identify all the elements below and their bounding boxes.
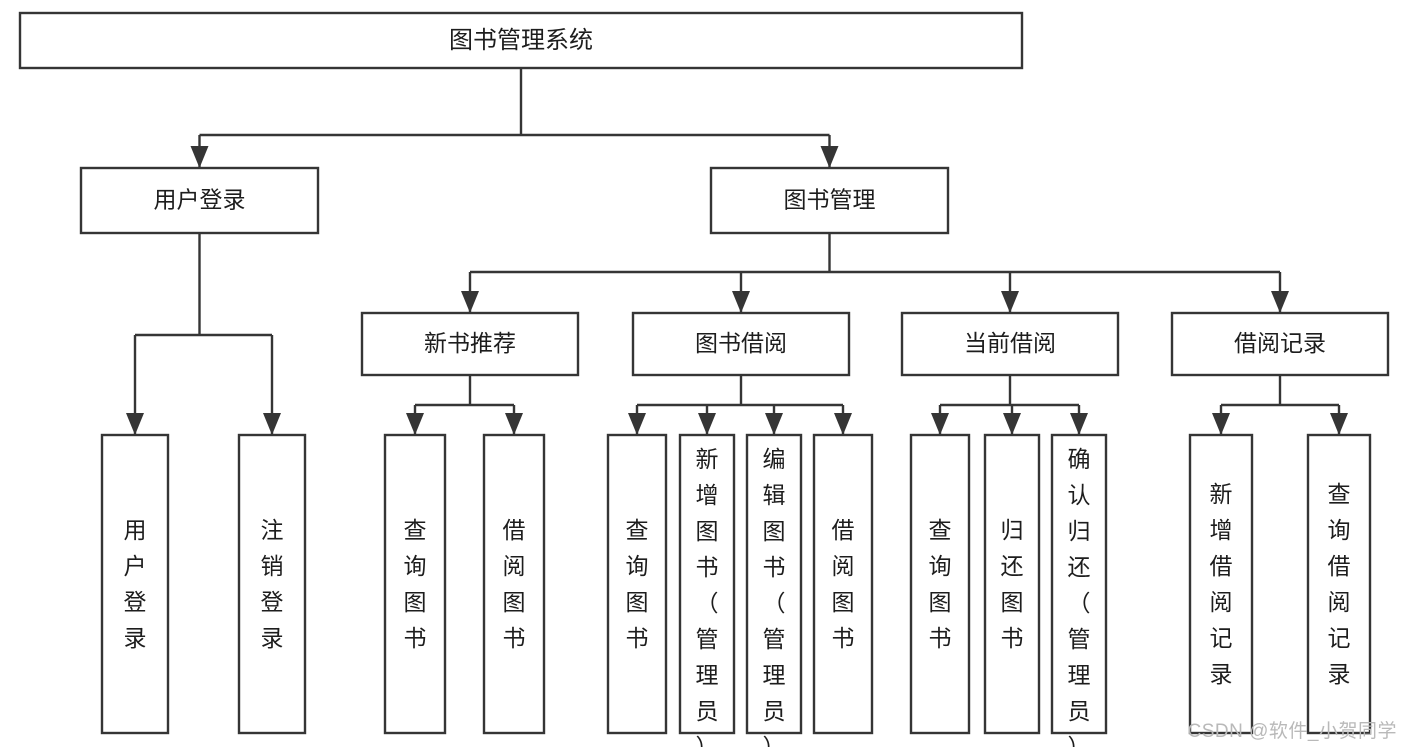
level3-node-2[interactable]: 图书借阅	[631, 311, 851, 377]
level3-node-rect	[631, 311, 851, 377]
arrow-head-icon	[461, 291, 479, 313]
leaf-node-5[interactable]: 查询图书	[606, 433, 668, 735]
leaf-node-label: 用户登录	[124, 517, 147, 651]
edge-layer	[126, 68, 1348, 435]
level3-node-label: 图书借阅	[695, 330, 787, 356]
leaf-node-label: 编辑图书（管理员）	[763, 446, 786, 747]
level2-node-label: 图书管理	[784, 187, 876, 213]
leaf-node-10[interactable]: 归还图书	[983, 433, 1041, 735]
leaf-node-13[interactable]: 查询借阅记录	[1306, 433, 1372, 735]
root-node-1[interactable]: 图书管理系统	[18, 11, 1024, 70]
leaf-node-label: 新增图书（管理员）	[696, 446, 719, 747]
leaf-node-rect	[678, 433, 736, 735]
leaf-node-label: 查询图书	[626, 517, 649, 651]
level2-node-label: 用户登录	[154, 187, 246, 213]
leaf-node-3[interactable]: 查询图书	[383, 433, 447, 735]
leaf-node-rect	[1306, 433, 1372, 735]
arrow-head-icon	[834, 413, 852, 435]
leaf-node-rect	[237, 433, 307, 735]
level3-node-label: 当前借阅	[964, 330, 1056, 356]
leaf-node-8[interactable]: 借阅图书	[812, 433, 874, 735]
leaf-node-4[interactable]: 借阅图书	[482, 433, 546, 735]
arrow-head-icon	[765, 413, 783, 435]
level2-node-1[interactable]: 用户登录	[79, 166, 320, 235]
leaf-node-rect	[745, 433, 803, 735]
arrow-head-icon	[126, 413, 144, 435]
root-node-rect	[18, 11, 1024, 70]
node-layer: 图书管理系统用户登录图书管理新书推荐图书借阅当前借阅借阅记录用户登录注销登录查询…	[18, 11, 1390, 747]
leaf-node-rect	[1050, 433, 1108, 735]
leaf-node-rect	[606, 433, 668, 735]
leaf-node-label: 注销登录	[261, 517, 284, 651]
leaf-node-rect	[812, 433, 874, 735]
arrow-head-icon	[1271, 291, 1289, 313]
leaf-node-label: 确认归还（管理员）	[1068, 446, 1091, 747]
leaf-node-label: 借阅图书	[832, 517, 855, 651]
arrow-head-icon	[1003, 413, 1021, 435]
level2-node-rect	[79, 166, 320, 235]
leaf-node-label: 归还图书	[1001, 517, 1024, 651]
level3-node-rect	[360, 311, 580, 377]
arrow-head-icon	[263, 413, 281, 435]
arrow-head-icon	[190, 146, 209, 168]
leaf-node-label: 查询图书	[929, 517, 952, 651]
arrow-head-icon	[628, 413, 646, 435]
leaf-node-rect	[983, 433, 1041, 735]
level2-node-rect	[709, 166, 950, 235]
leaf-node-rect	[1188, 433, 1254, 735]
root-node-label: 图书管理系统	[449, 27, 593, 54]
level3-node-4[interactable]: 借阅记录	[1170, 311, 1390, 377]
leaf-node-7[interactable]: 编辑图书（管理员）	[745, 433, 803, 747]
level3-node-3[interactable]: 当前借阅	[900, 311, 1120, 377]
leaf-node-rect	[100, 433, 170, 735]
level3-node-1[interactable]: 新书推荐	[360, 311, 580, 377]
leaf-node-6[interactable]: 新增图书（管理员）	[678, 433, 736, 747]
level3-node-label: 借阅记录	[1234, 330, 1326, 356]
level3-node-rect	[1170, 311, 1390, 377]
arrow-head-icon	[1212, 413, 1230, 435]
leaf-node-1[interactable]: 用户登录	[100, 433, 170, 735]
leaf-node-rect	[482, 433, 546, 735]
leaf-node-2[interactable]: 注销登录	[237, 433, 307, 735]
leaf-node-label: 新增借阅记录	[1210, 481, 1233, 687]
level3-node-rect	[900, 311, 1120, 377]
leaf-node-label: 查询借阅记录	[1328, 481, 1351, 687]
leaf-node-label: 查询图书	[404, 517, 427, 651]
leaf-node-12[interactable]: 新增借阅记录	[1188, 433, 1254, 735]
leaf-node-label: 借阅图书	[503, 517, 526, 651]
level3-node-label: 新书推荐	[424, 330, 516, 356]
leaf-node-rect	[909, 433, 971, 735]
leaf-node-9[interactable]: 查询图书	[909, 433, 971, 735]
arrow-head-icon	[820, 146, 839, 168]
level2-node-2[interactable]: 图书管理	[709, 166, 950, 235]
arrow-head-icon	[931, 413, 949, 435]
arrow-head-icon	[732, 291, 750, 313]
leaf-node-11[interactable]: 确认归还（管理员）	[1050, 433, 1108, 747]
leaf-node-rect	[383, 433, 447, 735]
arrow-head-icon	[698, 413, 716, 435]
arrow-head-icon	[1001, 291, 1019, 313]
arrow-head-icon	[406, 413, 424, 435]
arrow-head-icon	[1330, 413, 1348, 435]
arrow-head-icon	[1070, 413, 1088, 435]
arrow-head-icon	[505, 413, 523, 435]
